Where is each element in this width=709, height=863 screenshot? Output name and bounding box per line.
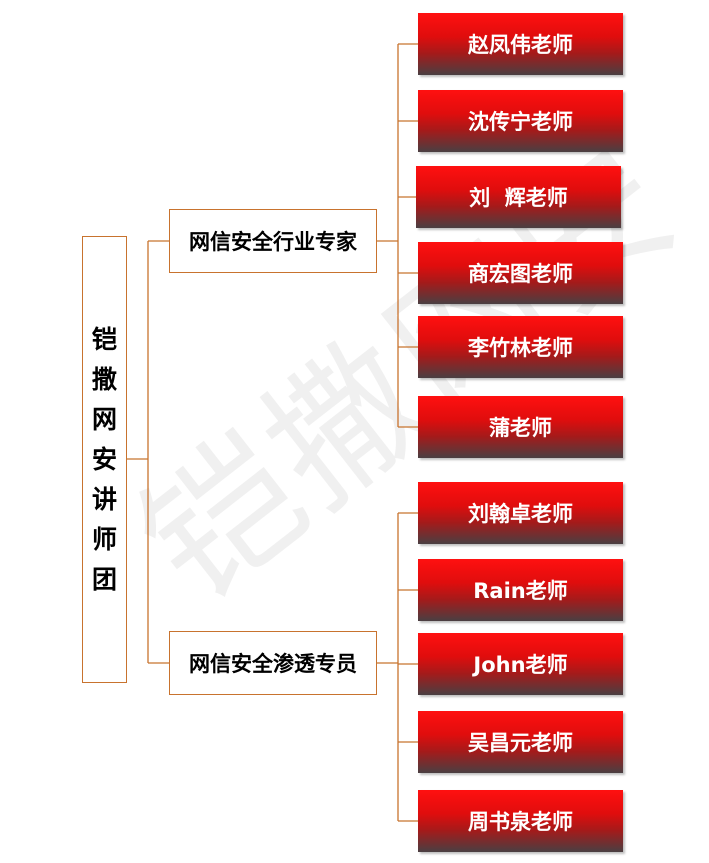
teacher-node: 刘 辉老师	[416, 166, 621, 228]
teacher-node: 赵凤伟老师	[418, 13, 623, 75]
root-char: 安	[91, 444, 117, 474]
teacher-node: 李竹林老师	[418, 316, 623, 378]
teacher-node: 沈传宁老师	[418, 90, 623, 152]
root-node: 铠 撒 网 安 讲 师 团	[82, 236, 127, 683]
teacher-node: 商宏图老师	[418, 242, 623, 304]
teacher-node: Rain老师	[418, 559, 623, 621]
root-char: 铠	[91, 324, 117, 354]
teacher-node: 周书泉老师	[418, 790, 623, 852]
group-node-penetration-specialists: 网信安全渗透专员	[169, 631, 377, 695]
teacher-node: 吴昌元老师	[418, 711, 623, 773]
root-char: 讲	[91, 484, 117, 514]
root-char: 撒	[91, 364, 117, 394]
root-char: 师	[91, 524, 117, 554]
teacher-node: 刘翰卓老师	[418, 482, 623, 544]
teacher-node: 蒲老师	[418, 396, 623, 458]
root-char: 团	[91, 564, 117, 594]
root-char: 网	[91, 404, 117, 434]
teacher-node: John老师	[418, 633, 623, 695]
group-node-industry-experts: 网信安全行业专家	[169, 209, 377, 273]
